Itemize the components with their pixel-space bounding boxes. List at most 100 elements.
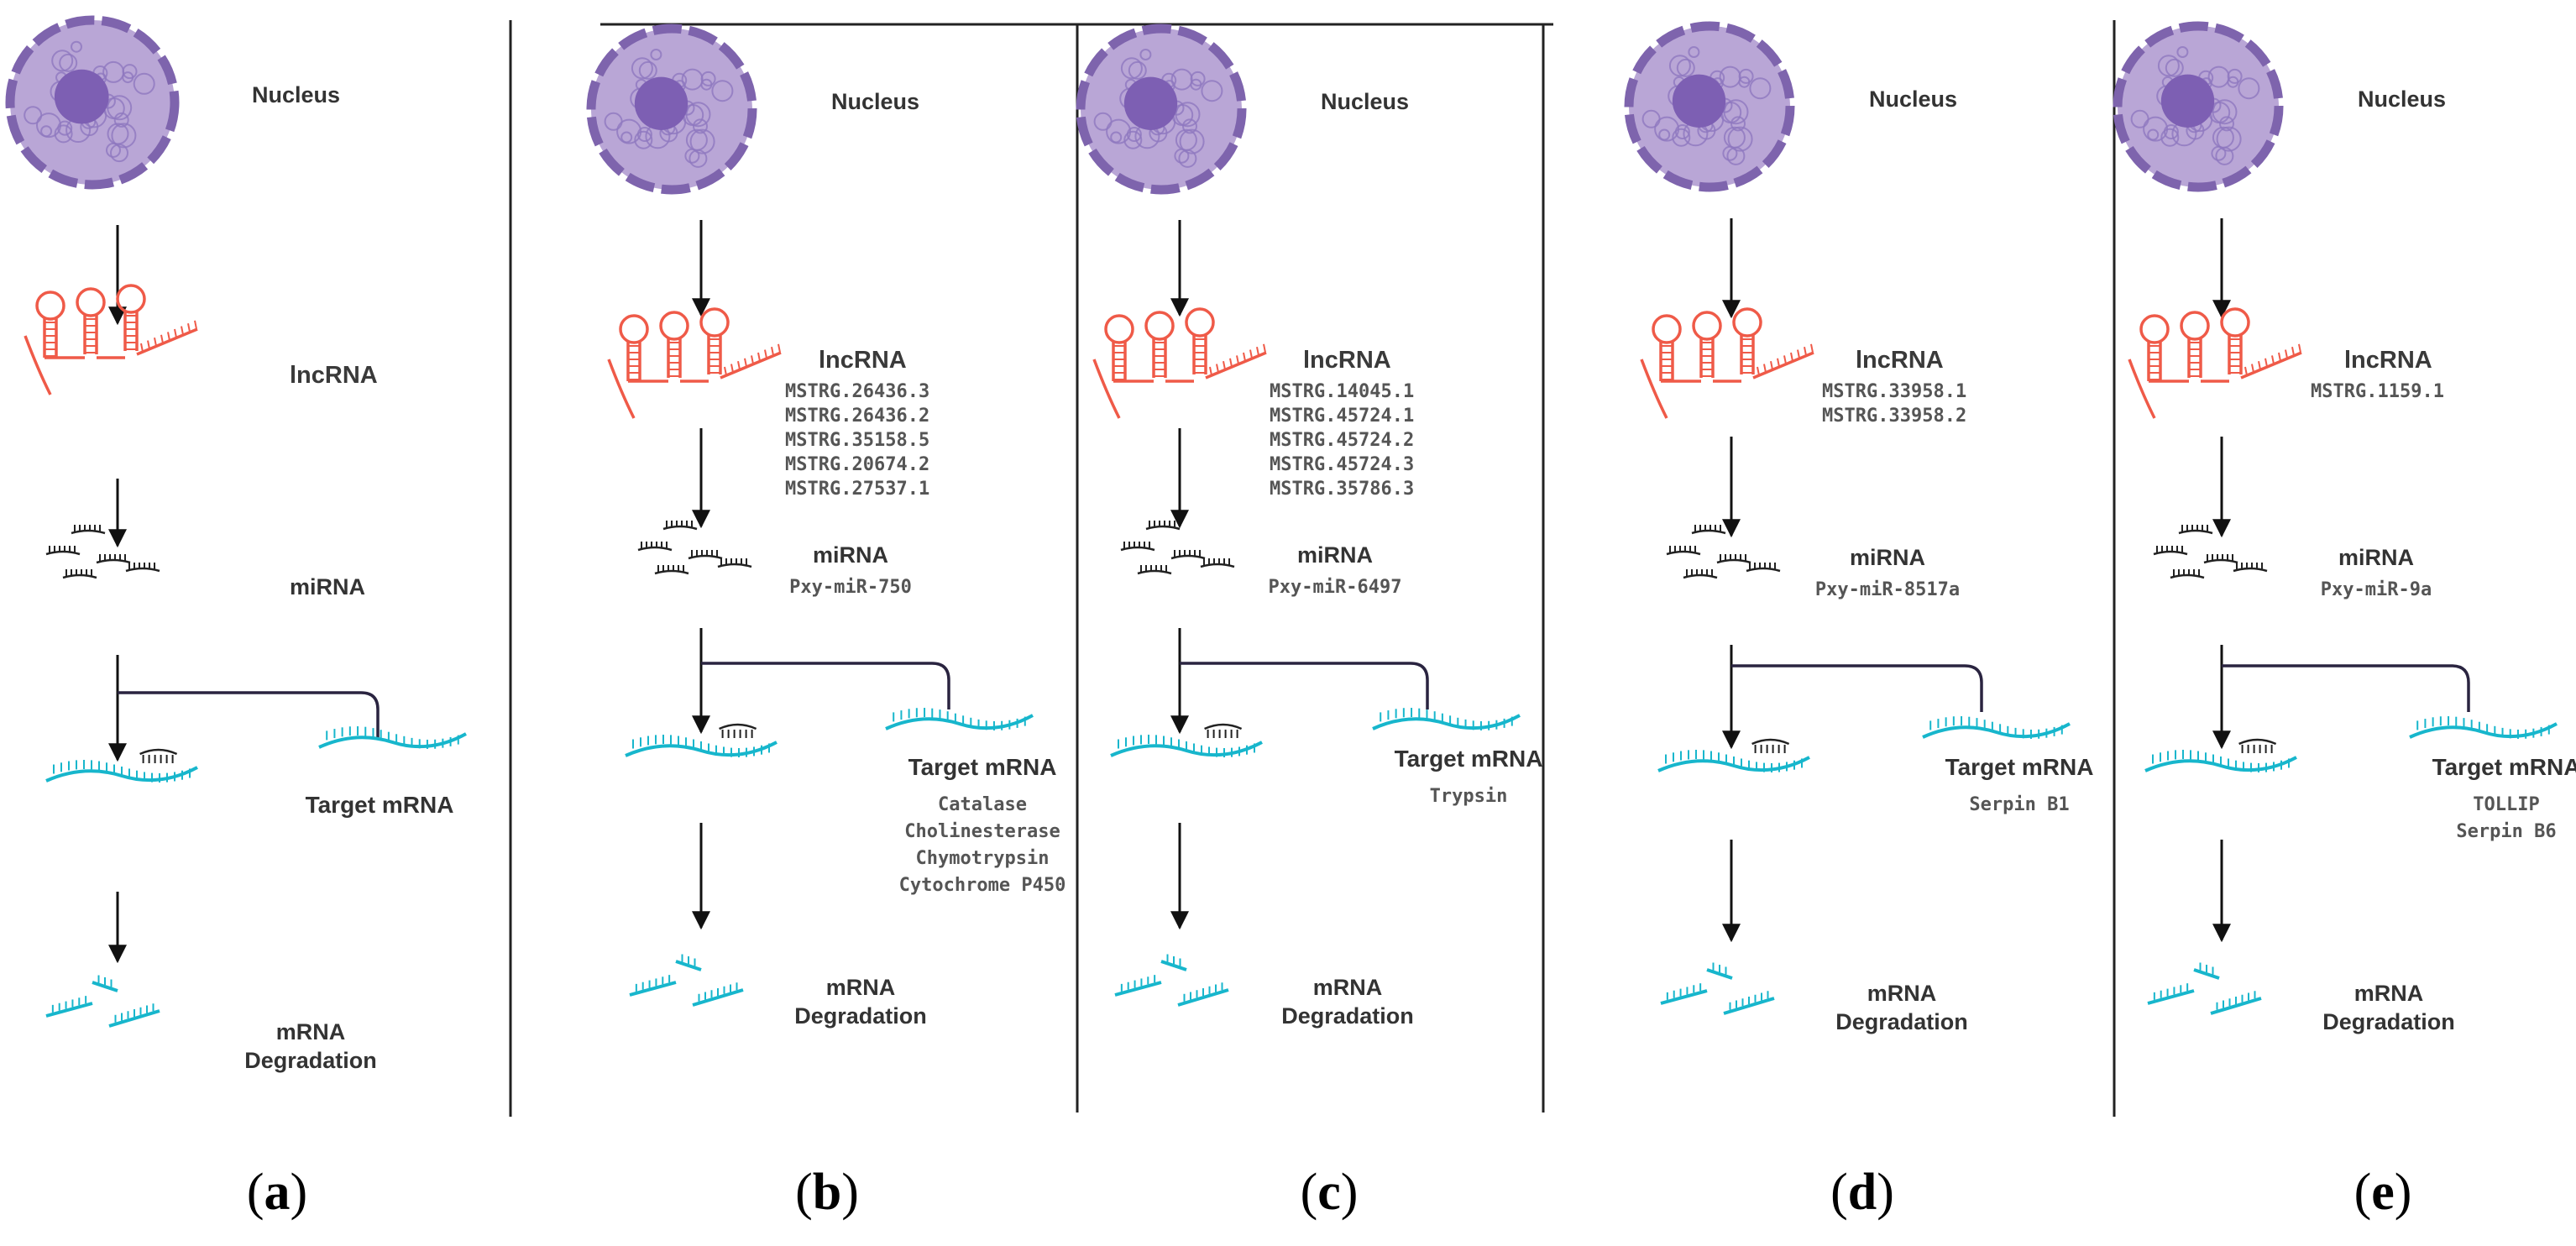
nucleus-label: Nucleus (831, 89, 919, 114)
lncrna-label: lncRNA (290, 362, 378, 389)
target-mrna-label: Target mRNA (1945, 754, 2094, 780)
target-gene: Cytochrome P450 (899, 875, 1066, 896)
mirna-mrna-duplex-icon (625, 735, 778, 757)
lncrna-id: MSTRG.26436.3 (785, 381, 929, 402)
panel-caption: (c) (1301, 1164, 1359, 1221)
nucleus-icon (1076, 24, 1247, 195)
caption-close-paren: ) (1877, 1164, 1894, 1221)
mirna-cluster-icon (1120, 521, 1235, 575)
mirna-id: Pxy-miR-750 (789, 577, 912, 598)
caption-close-paren: ) (291, 1164, 308, 1221)
target-branch-line (2222, 664, 2470, 712)
mirna-cluster-icon (2153, 525, 2268, 579)
panel-caption: (d) (1830, 1164, 1894, 1221)
mirna-cluster-icon (1666, 525, 1781, 579)
degraded-mrna-icon (629, 954, 744, 1007)
target-gene: Trypsin (1430, 786, 1508, 807)
nucleus-label: Nucleus (1321, 89, 1409, 114)
lncrna-id: MSTRG.35786.3 (1270, 479, 1414, 500)
lncrna-id: MSTRG.33958.1 (1822, 381, 1966, 402)
caption-open-paren: ( (2354, 1164, 2372, 1221)
mirna-mrna-duplex-icon (1657, 750, 1810, 772)
caption-letter: a (264, 1164, 291, 1221)
caption-close-paren: ) (841, 1164, 859, 1221)
nucleolus-icon (54, 69, 109, 124)
target-mrna-icon (2409, 716, 2558, 739)
lncrna-hairpin-icon (607, 307, 782, 419)
target-gene: Serpin B6 (2456, 821, 2556, 842)
target-gene: TOLLIP (2473, 794, 2539, 815)
mirna-label: miRNA (1297, 542, 1373, 568)
degradation-label-line1: mRNA (826, 975, 896, 1000)
bound-mirna-icon (1751, 738, 1790, 753)
degradation-label-line2: Degradation (244, 1048, 377, 1073)
degradation-label-line2: Degradation (1281, 1003, 1414, 1029)
caption-open-paren: ( (1830, 1164, 1848, 1221)
caption-open-paren: ( (1301, 1164, 1318, 1221)
target-mrna-icon (1372, 708, 1521, 730)
lncrna-hairpin-icon (1640, 307, 1814, 419)
degradation-label-line1: mRNA (1313, 975, 1383, 1000)
target-gene: Catalase (938, 794, 1027, 815)
mirna-mrna-duplex-icon (1110, 735, 1263, 757)
lncrna-label: lncRNA (1303, 347, 1391, 374)
panel-caption: (e) (2354, 1164, 2412, 1221)
degradation-label-line1: mRNA (2354, 981, 2424, 1006)
lncrna-id: MSTRG.45724.3 (1270, 454, 1414, 475)
lncrna-label: lncRNA (819, 347, 907, 374)
lncrna-id: MSTRG.26436.2 (785, 406, 929, 427)
target-branch-line (701, 662, 950, 709)
target-mrna-label: Target mRNA (1395, 746, 1543, 772)
degradation-label-line1: mRNA (276, 1019, 346, 1044)
lncrna-id: MSTRG.1159.1 (2311, 381, 2444, 402)
degraded-mrna-icon (1660, 962, 1775, 1015)
target-branch-line (118, 691, 380, 739)
nucleus-icon (5, 15, 180, 190)
target-gene: Cholinesterase (904, 821, 1060, 842)
degraded-mrna-icon (45, 975, 160, 1028)
lncrna-label: lncRNA (2344, 347, 2432, 374)
nucleolus-icon (2160, 74, 2215, 128)
lncrna-id: MSTRG.35158.5 (785, 430, 929, 451)
lncrna-hairpin-icon (24, 284, 198, 395)
target-mrna-icon (885, 708, 1034, 730)
target-branch-line (1180, 662, 1429, 709)
lncrna-hairpin-icon (2128, 307, 2302, 419)
bound-mirna-icon (719, 723, 757, 738)
mirna-id: Pxy-miR-6497 (1269, 577, 1402, 598)
nucleus-label: Nucleus (252, 82, 340, 107)
caption-open-paren: ( (795, 1164, 813, 1221)
bound-mirna-icon (1204, 723, 1243, 738)
bound-mirna-icon (139, 748, 178, 763)
mirna-label: miRNA (2338, 545, 2414, 570)
mirna-label: miRNA (1850, 545, 1925, 570)
nucleus-icon (2113, 21, 2284, 192)
nucleolus-icon (1123, 76, 1178, 130)
mirna-label: miRNA (290, 574, 365, 599)
mirna-id: Pxy-miR-9a (2321, 579, 2432, 600)
degradation-label-line2: Degradation (1835, 1009, 1968, 1034)
target-mrna-label: Target mRNA (306, 792, 454, 818)
caption-close-paren: ) (2395, 1164, 2412, 1221)
nucleus-label: Nucleus (2358, 86, 2446, 112)
target-mrna-icon (318, 726, 467, 749)
panel-a: Nucleus lncRNA miRNA Target mRNA mRNA Degrada… (5, 15, 467, 1221)
panel-e: Nucleus lncRNA MSTRG.1159.1 miRNA Pxy-miR-9a… (2113, 21, 2576, 1221)
panel-b: Nucleus lncRNA MSTRG.26436.3MSTRG.26436.2M… (586, 24, 1066, 1221)
degradation-label-line2: Degradation (794, 1003, 927, 1029)
caption-letter: b (813, 1164, 841, 1221)
panel-dividers (509, 20, 2116, 1117)
nucleolus-icon (1672, 74, 1726, 128)
lncrna-label: lncRNA (1856, 347, 1944, 374)
lncrna-id: MSTRG.45724.1 (1270, 406, 1414, 427)
degradation-label-line2: Degradation (2322, 1009, 2455, 1034)
mirna-mrna-duplex-icon (2144, 750, 2297, 772)
panel-c: NucleuslncRNAMSTRG.14045.1MSTRG.45724.1M… (1076, 24, 1543, 1221)
target-mrna-icon (1922, 716, 2071, 739)
target-mrna-label: Target mRNA (2432, 754, 2576, 780)
mirna-id: Pxy-miR-8517a (1815, 579, 1960, 600)
degradation-label-line1: mRNA (1867, 981, 1937, 1006)
target-gene: Chymotrypsin (916, 848, 1050, 869)
lncrna-hairpin-icon (1092, 307, 1267, 419)
